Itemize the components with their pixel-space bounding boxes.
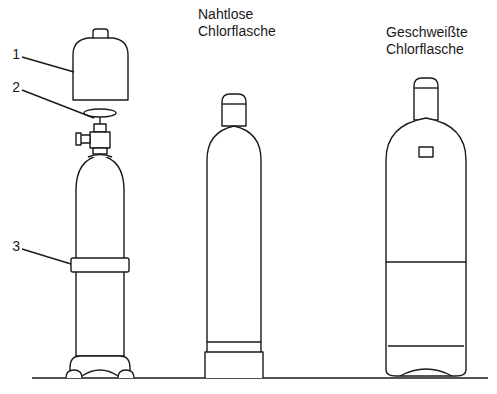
welded-cylinder [386, 78, 466, 376]
seamless-cylinder [205, 94, 263, 378]
protective-cap [73, 29, 128, 100]
foot-ring [66, 356, 134, 378]
leader-lines [22, 57, 94, 264]
callout-number: 1 [4, 46, 20, 63]
cylinder-body [76, 155, 124, 357]
cylinder-caption: Nahtlose Chlorflasche [198, 6, 298, 40]
callout-number: 3 [4, 238, 20, 255]
cylinder-valve [76, 109, 116, 154]
callout-number: 2 [4, 79, 20, 96]
cylinder-caption: Geschweißte Chlorflasche [386, 24, 492, 58]
cylinder-band [71, 258, 129, 272]
